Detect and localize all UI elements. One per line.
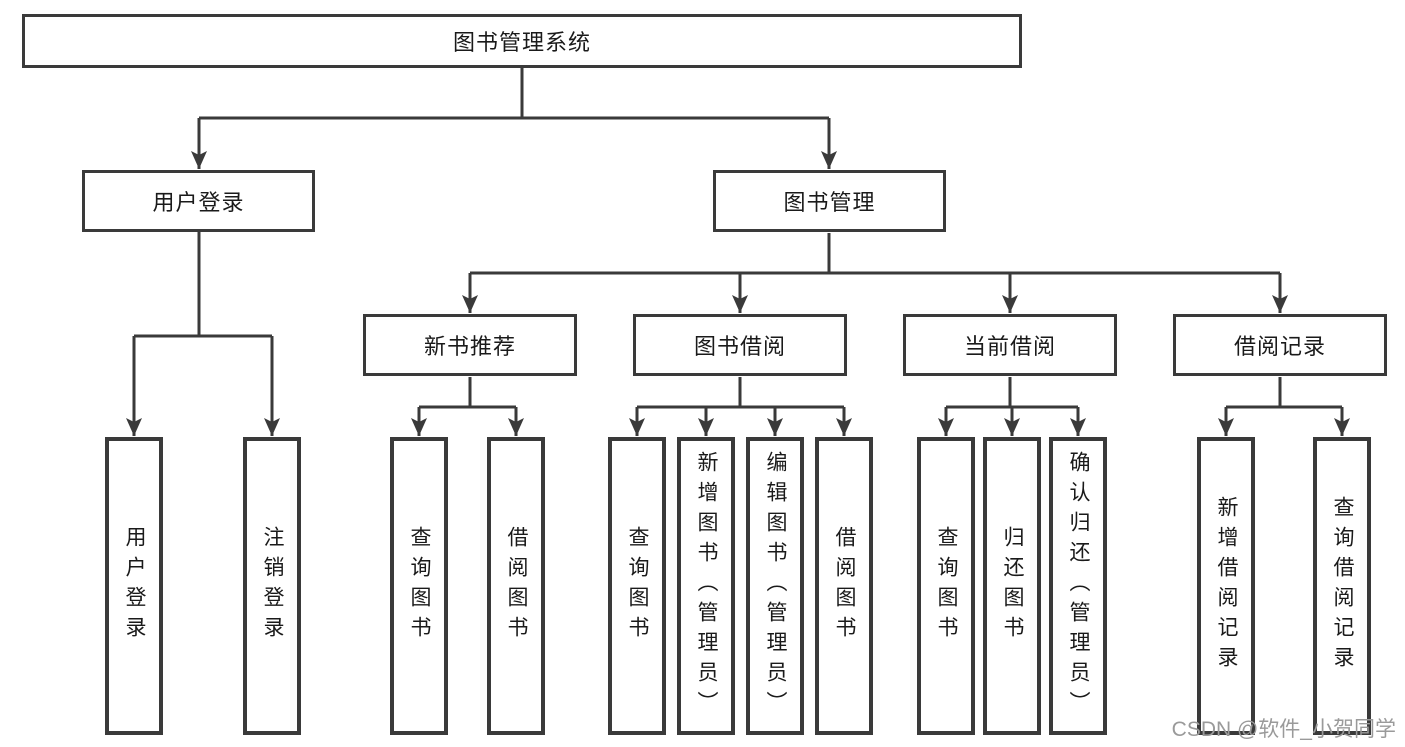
leaf-add-borrow-record: 新增借阅记录 [1197,437,1255,735]
csdn-watermark: CSDN @软件_小贺同学 [1171,718,1396,741]
leaf-query-book-3: 查询图书 [917,437,975,735]
leaf-user-login: 用户登录 [105,437,163,735]
leaf-edit-book-admin: 编辑图书（管理员） [746,437,804,735]
node-library-management-system: 图书管理系统 [22,14,1022,68]
node-book-borrow: 图书借阅 [633,314,847,376]
node-current-borrow: 当前借阅 [903,314,1117,376]
leaf-query-borrow-record: 查询借阅记录 [1313,437,1371,735]
leaf-borrow-book-1: 借阅图书 [487,437,545,735]
node-user-login: 用户登录 [82,170,315,232]
leaf-add-book-admin: 新增图书（管理员） [677,437,735,735]
node-borrow-records: 借阅记录 [1173,314,1387,376]
node-book-management: 图书管理 [713,170,946,232]
leaf-borrow-book-2: 借阅图书 [815,437,873,735]
leaf-return-book: 归还图书 [983,437,1041,735]
node-new-book-recommend: 新书推荐 [363,314,577,376]
leaf-confirm-return-admin: 确认归还（管理员） [1049,437,1107,735]
connector-rails [134,68,1342,409]
leaf-logout: 注销登录 [243,437,301,735]
leaf-query-book-1: 查询图书 [390,437,448,735]
leaf-query-book-2: 查询图书 [608,437,666,735]
